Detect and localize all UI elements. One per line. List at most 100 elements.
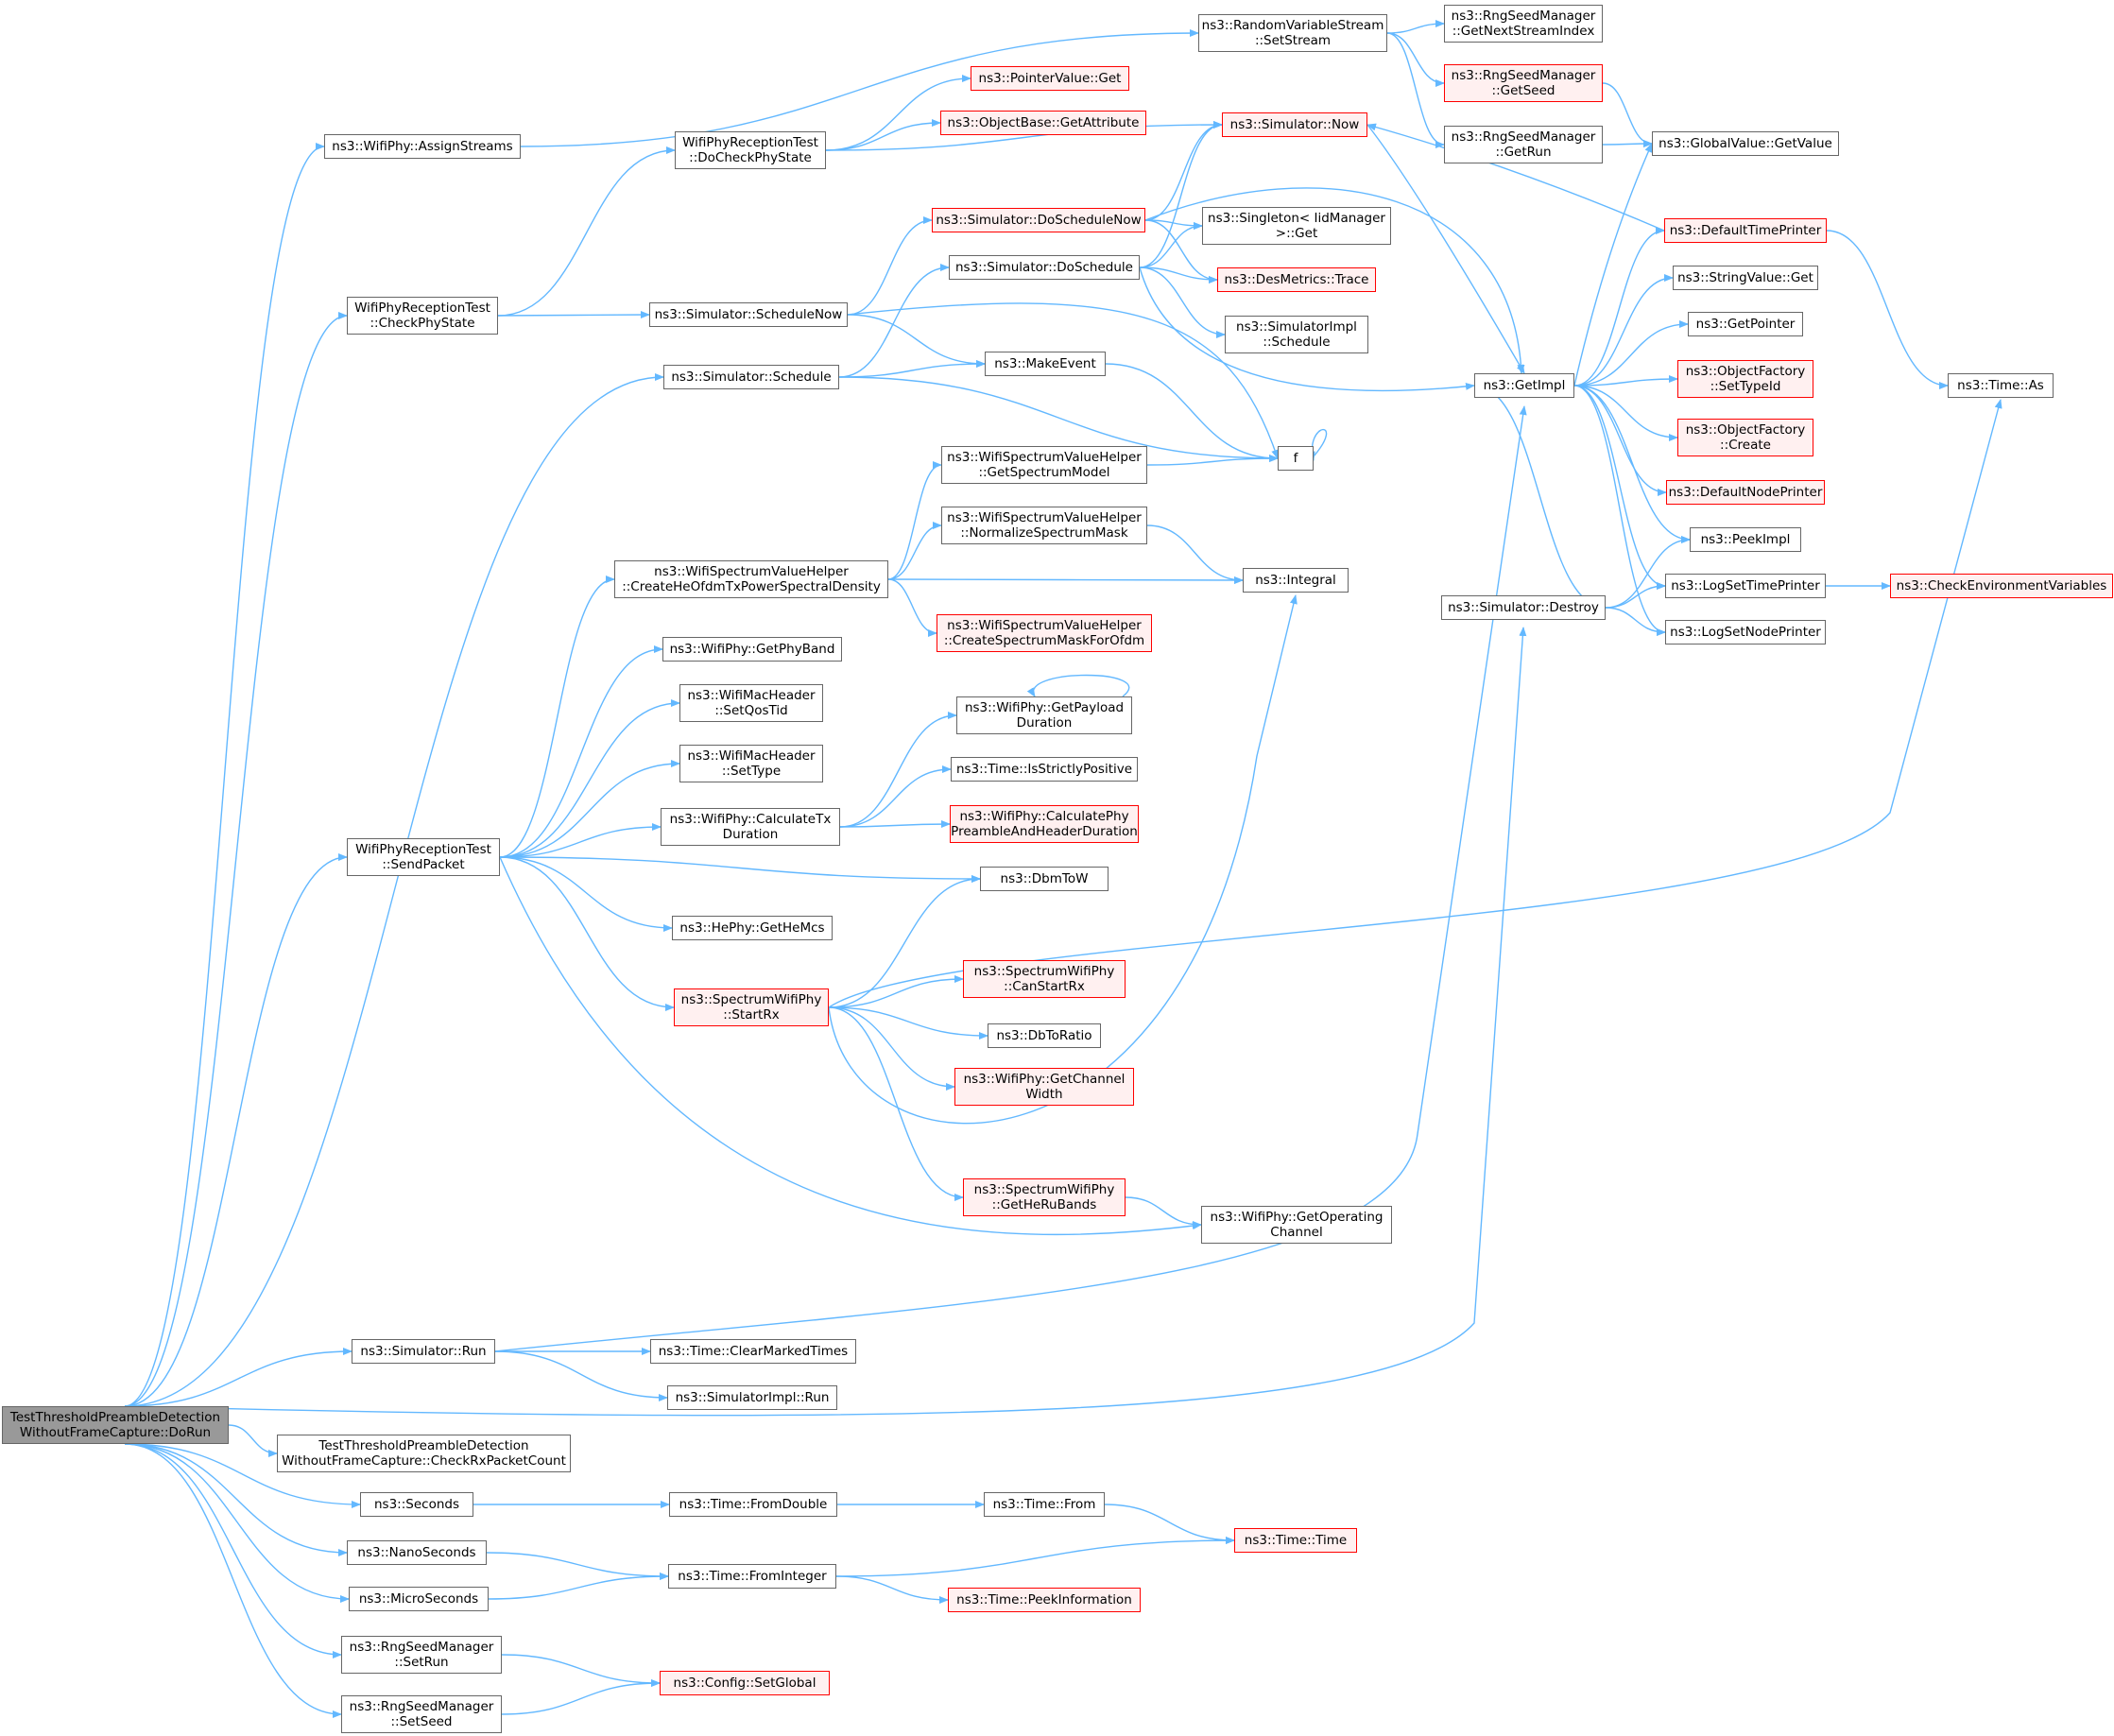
node-db-to-ratio[interactable]: ns3::DbToRatio — [988, 1023, 1101, 1048]
node-string-value-get[interactable]: ns3::StringValue::Get — [1673, 266, 1818, 290]
node-sim-impl-schedule[interactable]: ns3::SimulatorImpl ::Schedule — [1225, 316, 1368, 353]
node-check-rx-count[interactable]: TestThresholdPreambleDetection WithoutFr… — [277, 1435, 571, 1472]
node-des-trace[interactable]: ns3::DesMetrics::Trace — [1217, 267, 1376, 292]
node-sim-destroy[interactable]: ns3::Simulator::Destroy — [1441, 595, 1606, 620]
edge-setStream-to-getNextStreamIndex — [1386, 20, 1445, 34]
node-singleton-get[interactable]: ns3::Singleton< IidManager >::Get — [1202, 207, 1391, 245]
node-get-run[interactable]: ns3::RngSeedManager ::GetRun — [1444, 126, 1603, 163]
edge-createHeOfdm-to-integral — [887, 576, 1244, 584]
node-normalize-mask[interactable]: ns3::WifiSpectrumValueHelper ::Normalize… — [941, 507, 1147, 544]
node-check-env-vars[interactable]: ns3::CheckEnvironmentVariables — [1890, 574, 2113, 598]
node-peek-impl[interactable]: ns3::PeekImpl — [1690, 527, 1801, 552]
node-create-mask[interactable]: ns3::WifiSpectrumValueHelper ::CreateSpe… — [937, 614, 1152, 652]
node-set-type[interactable]: ns3::WifiMacHeader ::SetType — [679, 745, 823, 782]
node-get-next-stream-index[interactable]: ns3::RngSeedManager ::GetNextStreamIndex — [1444, 5, 1603, 43]
node-get-he-mcs[interactable]: ns3::HePhy::GetHeMcs — [672, 916, 833, 940]
node-pointer-get[interactable]: ns3::PointerValue::Get — [971, 66, 1129, 91]
edge-getImpl-to-globalGetValue — [1573, 143, 1653, 387]
node-calc-preamble[interactable]: ns3::WifiPhy::CalculatePhy PreambleAndHe… — [950, 805, 1139, 843]
node-clear-marked-times[interactable]: ns3::Time::ClearMarkedTimes — [650, 1339, 856, 1364]
node-root[interactable]: TestThresholdPreambleDetection WithoutFr… — [2, 1406, 229, 1444]
node-can-start-rx[interactable]: ns3::SpectrumWifiPhy ::CanStartRx — [963, 960, 1126, 998]
edge-getSpectrumModel-to-f — [1146, 455, 1279, 466]
node-global-get-value[interactable]: ns3::GlobalValue::GetValue — [1652, 131, 1839, 156]
node-is-strictly-positive[interactable]: ns3::Time::IsStrictlyPositive — [951, 757, 1138, 782]
edge-getImpl-to-getPointer — [1573, 320, 1689, 387]
edge-simDestroy-to-logSetTimePrinter — [1605, 582, 1666, 609]
edge-sendPacket-to-getOperatingChannel — [499, 856, 1202, 1236]
node-set-run[interactable]: ns3::RngSeedManager ::SetRun — [341, 1636, 502, 1674]
node-get-attribute[interactable]: ns3::ObjectBase::GetAttribute — [940, 111, 1146, 135]
node-set-qos-tid[interactable]: ns3::WifiMacHeader ::SetQosTid — [679, 684, 823, 722]
edge-checkPhyState-to-scheduleNow — [497, 311, 650, 319]
node-do-check-phy-state[interactable]: WifiPhyReceptionTest ::DoCheckPhyState — [675, 131, 826, 169]
node-get-operating-channel[interactable]: ns3::WifiPhy::GetOperating Channel — [1201, 1206, 1392, 1244]
node-assign-streams[interactable]: ns3::WifiPhy::AssignStreams — [324, 134, 521, 159]
edge-getImpl-to-logSetNodePrinter — [1573, 385, 1666, 636]
node-schedule-now[interactable]: ns3::Simulator::ScheduleNow — [649, 302, 848, 327]
node-get-phy-band[interactable]: ns3::WifiPhy::GetPhyBand — [662, 637, 842, 662]
node-sim-impl-run[interactable]: ns3::SimulatorImpl::Run — [667, 1385, 837, 1410]
node-log-set-node-printer[interactable]: ns3::LogSetNodePrinter — [1665, 620, 1826, 645]
edge-run-to-getImpl — [494, 405, 1527, 1352]
node-f[interactable]: f — [1278, 446, 1314, 471]
edge-microSeconds-to-fromInteger — [488, 1573, 669, 1600]
node-set-type-id[interactable]: ns3::ObjectFactory ::SetTypeId — [1677, 360, 1813, 398]
node-get-pointer[interactable]: ns3::GetPointer — [1688, 312, 1803, 336]
node-default-node-printer[interactable]: ns3::DefaultNodePrinter — [1666, 480, 1825, 505]
edge-setStream-to-getRun — [1386, 32, 1445, 148]
node-from-integer[interactable]: ns3::Time::FromInteger — [668, 1564, 836, 1589]
node-time-from[interactable]: ns3::Time::From — [984, 1492, 1105, 1517]
node-micro-seconds[interactable]: ns3::MicroSeconds — [349, 1587, 489, 1611]
node-set-seed[interactable]: ns3::RngSeedManager ::SetSeed — [341, 1695, 502, 1733]
edge-getSeed-to-globalGetValue — [1602, 82, 1653, 147]
node-default-time-printer[interactable]: ns3::DefaultTimePrinter — [1664, 218, 1827, 243]
node-time-time[interactable]: ns3::Time::Time — [1234, 1528, 1357, 1553]
edge-doScheduleNow-to-getImpl — [1144, 187, 1525, 374]
node-nano-seconds[interactable]: ns3::NanoSeconds — [347, 1540, 487, 1565]
node-check-phy-state[interactable]: WifiPhyReceptionTest ::CheckPhyState — [347, 297, 498, 335]
node-seconds[interactable]: ns3::Seconds — [360, 1492, 473, 1517]
node-from-double[interactable]: ns3::Time::FromDouble — [669, 1492, 837, 1517]
node-log-set-time-printer[interactable]: ns3::LogSetTimePrinter — [1665, 574, 1826, 598]
node-get-impl[interactable]: ns3::GetImpl — [1474, 373, 1574, 398]
node-peek-information[interactable]: ns3::Time::PeekInformation — [948, 1588, 1141, 1612]
node-schedule[interactable]: ns3::Simulator::Schedule — [663, 365, 839, 389]
node-dbm-to-w[interactable]: ns3::DbmToW — [980, 867, 1109, 891]
node-set-stream[interactable]: ns3::RandomVariableStream ::SetStream — [1198, 14, 1387, 52]
node-do-schedule[interactable]: ns3::Simulator::DoSchedule — [949, 255, 1140, 280]
edge-sendPacket-to-startRx — [499, 856, 675, 1011]
edge-calcTxDuration-to-isStrictlyPositive — [839, 765, 952, 828]
edge-root-to-run — [124, 1348, 352, 1407]
edge-getImpl-to-peekImpl — [1573, 385, 1691, 543]
node-set-global[interactable]: ns3::Config::SetGlobal — [660, 1671, 830, 1695]
edge-doScheduleNow-to-desTrace — [1144, 219, 1218, 284]
edge-schedule-to-makeEvent — [838, 360, 986, 378]
node-get-payload-duration[interactable]: ns3::WifiPhy::GetPayload Duration — [956, 696, 1132, 734]
node-make-event[interactable]: ns3::MakeEvent — [985, 352, 1106, 376]
node-calc-tx-duration[interactable]: ns3::WifiPhy::CalculateTx Duration — [661, 808, 840, 846]
node-create-he-ofdm[interactable]: ns3::WifiSpectrumValueHelper ::CreateHeO… — [614, 560, 888, 598]
node-time-as[interactable]: ns3::Time::As — [1948, 373, 2054, 398]
edge-defaultTimePrinter-to-simNow — [1366, 123, 1665, 232]
node-integral[interactable]: ns3::Integral — [1243, 568, 1349, 593]
edge-startRx-to-canStartRx — [828, 975, 964, 1008]
node-run[interactable]: ns3::Simulator::Run — [352, 1339, 495, 1364]
edge-scheduleNow-to-doScheduleNow — [847, 216, 933, 316]
edge-getImpl-to-stringValueGet — [1573, 274, 1674, 387]
edge-doSchedule-to-simImplSchedule — [1139, 266, 1226, 338]
node-get-he-ru-bands[interactable]: ns3::SpectrumWifiPhy ::GetHeRuBands — [963, 1178, 1126, 1216]
node-start-rx[interactable]: ns3::SpectrumWifiPhy ::StartRx — [674, 988, 829, 1026]
node-factory-create[interactable]: ns3::ObjectFactory ::Create — [1677, 419, 1813, 456]
node-get-spectrum-model[interactable]: ns3::WifiSpectrumValueHelper ::GetSpectr… — [941, 446, 1147, 484]
edge-setSeed-to-setGlobal — [501, 1679, 661, 1715]
edge-sendPacket-to-createHeOfdm — [499, 576, 615, 858]
edge-scheduleNow-to-makeEvent — [847, 314, 986, 368]
edge-fromInteger-to-timeTime — [835, 1537, 1235, 1577]
node-get-seed[interactable]: ns3::RngSeedManager ::GetSeed — [1444, 64, 1603, 102]
node-send-packet[interactable]: WifiPhyReceptionTest ::SendPacket — [347, 838, 500, 876]
node-do-schedule-now[interactable]: ns3::Simulator::DoScheduleNow — [932, 208, 1145, 232]
node-sim-now[interactable]: ns3::Simulator::Now — [1222, 112, 1367, 137]
node-get-channel-width[interactable]: ns3::WifiPhy::GetChannel Width — [954, 1068, 1134, 1106]
edge-calcTxDuration-to-getPayloadDuration — [839, 712, 957, 828]
